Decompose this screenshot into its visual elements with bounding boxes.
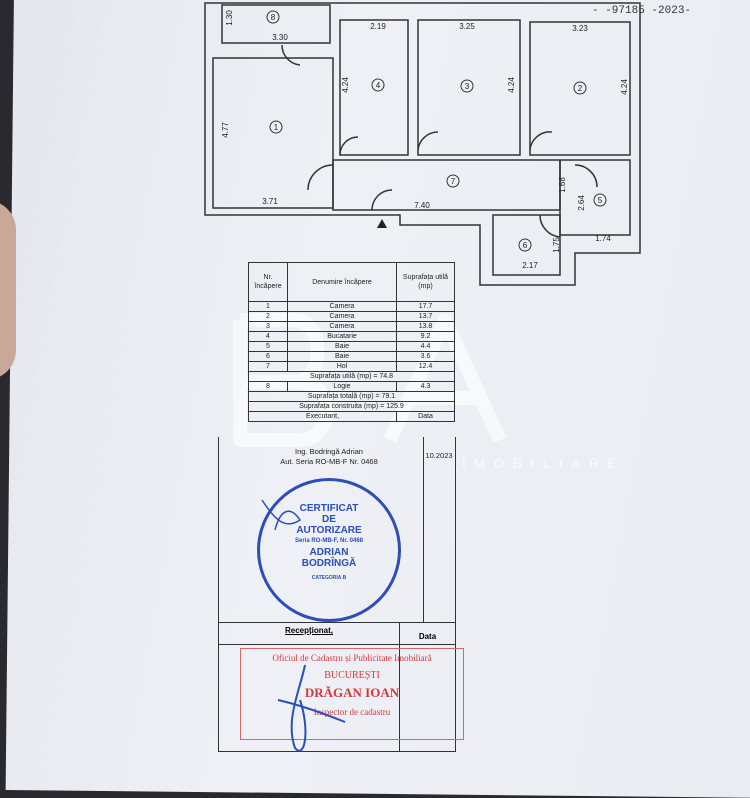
executant-cell: Ing. Bodringă Adrian Aut. Seria RO-MB-F … (218, 437, 456, 622)
dimension: 3.30 (272, 33, 288, 42)
executant-date: 10.2023 (425, 451, 453, 460)
header-nr: Nr. încăpere (248, 262, 288, 302)
dimension: 3.23 (572, 24, 588, 33)
dimension: 3.25 (459, 22, 475, 31)
room-label: 2 (578, 84, 583, 93)
room-label: 6 (523, 241, 528, 250)
dimension: 2.19 (370, 22, 386, 31)
dimension: 2.17 (522, 261, 538, 270)
dimension: 1.74 (595, 234, 611, 243)
header-name: Denumire încăpere (287, 262, 397, 302)
watermark-sub: IMOBILIARE (462, 455, 625, 471)
room-label: 5 (598, 196, 603, 205)
dimension: 2.64 (577, 195, 586, 211)
room-label: 3 (465, 82, 470, 91)
dimension: 4.77 (221, 122, 230, 138)
dimension: 3.71 (262, 197, 278, 206)
dimension: 4.24 (341, 77, 350, 93)
dimension: 7.40 (414, 201, 430, 210)
received-label: Recepționat, (284, 626, 333, 635)
room-label: 8 (271, 13, 276, 22)
room-label: 4 (376, 81, 381, 90)
dimension: 4.24 (507, 77, 516, 93)
authorization-stamp: CERTIFICAT DE AUTORIZARE Seria RO-MB-F, … (257, 478, 401, 622)
executant-label: Executant, (248, 411, 397, 422)
executant-auth: Aut. Seria RO-MB-F Nr. 0468 (280, 457, 378, 466)
dimension: 1.75 (552, 237, 561, 253)
dimension: 1.30 (225, 10, 234, 26)
entrance-marker (377, 219, 387, 228)
rooms-table: Nr. încăpere Denumire încăpere Suprafața… (248, 262, 455, 422)
document-number: - -97185 -2023- (592, 5, 691, 17)
dimension: 1.68 (558, 177, 567, 193)
room-label: 1 (274, 123, 279, 132)
built-area: Suprafața construita (mp) = 125.9 (248, 401, 455, 412)
date-label: Data (396, 411, 455, 422)
finger (0, 200, 16, 380)
cadastre-office-stamp: Oficiul de Cadastru și Publicitate Imobi… (240, 648, 464, 740)
useful-total: Suprafața utilă (mp) = 74.8 (248, 371, 455, 382)
header-area: Suprafața utilă (mp) (396, 262, 455, 302)
received-date-label: Data (418, 632, 437, 641)
dimension: 4.24 (620, 79, 629, 95)
executant-name: Ing. Bodringă Adrian (295, 447, 363, 456)
total-area: Suprafața totală (mp) = 79.1 (248, 391, 455, 402)
floor-plan: 8 1 4 3 2 7 5 6 3.30 2.19 3.25 3.23 3.71… (204, 2, 691, 286)
room-label: 7 (451, 177, 456, 186)
